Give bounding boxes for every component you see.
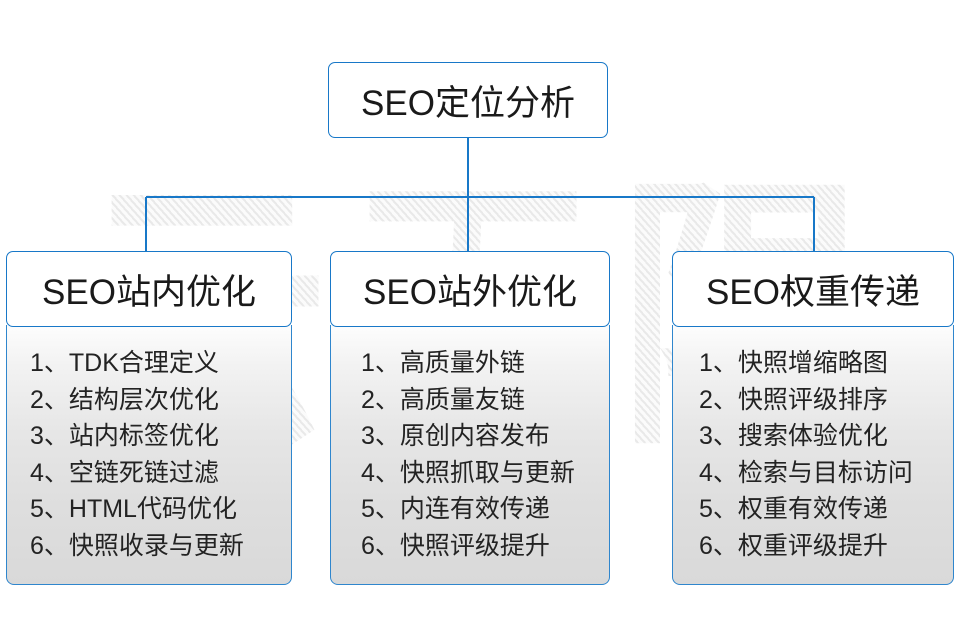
- list-item-label: 站内标签优化: [68, 422, 219, 450]
- list-item-number: 2、: [30, 385, 69, 414]
- list-item[interactable]: 6、 快照收录与更新: [7, 528, 291, 565]
- list-item-label: 权重有效传递: [737, 495, 888, 523]
- list-item[interactable]: 4、 空链死链过滤: [7, 455, 291, 492]
- list-item-number: 2、: [361, 385, 400, 414]
- column-seo-weight-transfer: SEO权重传递 1、 快照增缩略图 2、 快照评级排序 3、 搜索体验优化 4、…: [672, 251, 954, 585]
- list-item-label: 快照抓取与更新: [399, 458, 575, 487]
- column-list-2: 1、 快照增缩略图 2、 快照评级排序 3、 搜索体验优化 4、 检索与目标访问…: [672, 325, 954, 585]
- column-title-2: SEO权重传递: [706, 272, 920, 312]
- list-item[interactable]: 6、 权重评级提升: [673, 528, 953, 565]
- list-item-label: 快照评级排序: [737, 385, 888, 414]
- list-item[interactable]: 2、 快照评级排序: [673, 382, 953, 419]
- root-node[interactable]: SEO定位分析: [328, 62, 608, 138]
- list-item-number: 3、: [30, 422, 69, 450]
- list-item[interactable]: 1、 快照增缩略图: [673, 345, 953, 382]
- list-item[interactable]: 4、 检索与目标访问: [673, 455, 953, 492]
- list-item-number: 4、: [699, 458, 738, 487]
- list-item[interactable]: 2、 高质量友链: [331, 382, 609, 419]
- list-item-number: 5、: [361, 495, 400, 523]
- list-item-label: 高质量友链: [399, 385, 525, 414]
- list-item-label: 快照收录与更新: [68, 531, 244, 560]
- list-item-number: 1、: [361, 349, 400, 377]
- list-item-label: 搜索体验优化: [737, 422, 888, 450]
- column-header-2[interactable]: SEO权重传递: [672, 251, 954, 327]
- list-item-label: 空链死链过滤: [68, 458, 219, 487]
- list-item-number: 2、: [699, 385, 738, 414]
- list-item-number: 4、: [361, 458, 400, 487]
- list-item-number: 1、: [30, 349, 69, 377]
- list-item-label: 快照评级提升: [399, 531, 550, 560]
- list-item-number: 5、: [30, 495, 69, 523]
- list-item-label: HTML代码优化: [68, 495, 237, 523]
- list-item-number: 6、: [699, 531, 738, 560]
- column-header-1[interactable]: SEO站外优化: [330, 251, 610, 327]
- list-item[interactable]: 5、 HTML代码优化: [7, 491, 291, 528]
- list-item[interactable]: 3、 原创内容发布: [331, 418, 609, 455]
- list-item-label: 内连有效传递: [399, 495, 550, 523]
- list-item[interactable]: 5、 内连有效传递: [331, 491, 609, 528]
- list-item-number: 5、: [699, 495, 738, 523]
- list-item-number: 3、: [699, 422, 738, 450]
- list-item[interactable]: 1、 高质量外链: [331, 345, 609, 382]
- list-item-label: 权重评级提升: [737, 531, 888, 560]
- column-header-0[interactable]: SEO站内优化: [6, 251, 292, 327]
- column-title-1: SEO站外优化: [363, 272, 577, 312]
- list-item-number: 3、: [361, 422, 400, 450]
- list-item-number: 1、: [699, 349, 738, 377]
- column-title-0: SEO站内优化: [42, 272, 256, 312]
- column-list-1: 1、 高质量外链 2、 高质量友链 3、 原创内容发布 4、 快照抓取与更新 5…: [330, 325, 610, 585]
- list-item-label: 检索与目标访问: [737, 458, 913, 487]
- column-seo-onsite: SEO站内优化 1、 TDK合理定义 2、 结构层次优化 3、 站内标签优化 4…: [6, 251, 292, 585]
- list-item[interactable]: 2、 结构层次优化: [7, 382, 291, 419]
- list-item-label: TDK合理定义: [68, 349, 219, 377]
- list-item-label: 快照增缩略图: [737, 349, 888, 377]
- list-item[interactable]: 4、 快照抓取与更新: [331, 455, 609, 492]
- list-item-number: 4、: [30, 458, 69, 487]
- root-node-title: SEO定位分析: [361, 83, 575, 123]
- column-list-0: 1、 TDK合理定义 2、 结构层次优化 3、 站内标签优化 4、 空链死链过滤…: [6, 325, 292, 585]
- list-item[interactable]: 3、 站内标签优化: [7, 418, 291, 455]
- list-item-number: 6、: [30, 531, 69, 560]
- list-item-label: 结构层次优化: [68, 385, 219, 414]
- list-item[interactable]: 5、 权重有效传递: [673, 491, 953, 528]
- list-item[interactable]: 1、 TDK合理定义: [7, 345, 291, 382]
- column-seo-offsite: SEO站外优化 1、 高质量外链 2、 高质量友链 3、 原创内容发布 4、 快…: [330, 251, 610, 585]
- list-item-number: 6、: [361, 531, 400, 560]
- list-item[interactable]: 3、 搜索体验优化: [673, 418, 953, 455]
- list-item-label: 高质量外链: [399, 349, 525, 377]
- list-item[interactable]: 6、 快照评级提升: [331, 528, 609, 565]
- list-item-label: 原创内容发布: [399, 422, 550, 450]
